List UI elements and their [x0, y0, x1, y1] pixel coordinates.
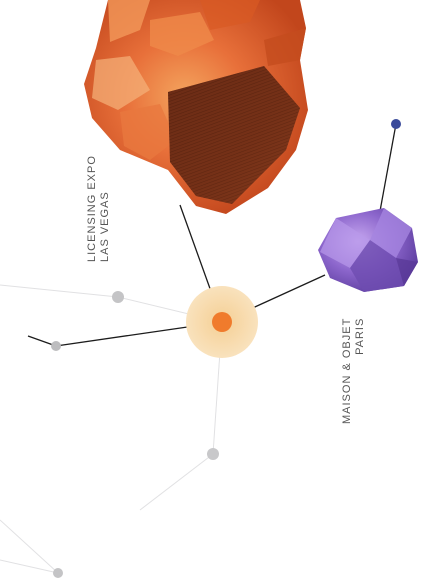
orange-crystal-icon: [84, 0, 308, 214]
purple-amethyst-icon: [318, 208, 418, 292]
maison-objet-line1: MAISON & OBJET: [341, 317, 353, 424]
navy-node: [391, 119, 401, 129]
maison-objet-label: MAISON & OBJET PARIS: [341, 318, 367, 424]
grey-node: [207, 448, 219, 460]
hub-node: [212, 312, 232, 332]
maison-objet-line2: PARIS: [354, 317, 366, 355]
licensing-expo-line2: LAS VEGAS: [99, 191, 111, 262]
licensing-expo-line1: LICENSING EXPO: [86, 155, 98, 262]
licensing-expo-label: LICENSING EXPO LAS VEGAS: [86, 155, 112, 262]
grey-node: [51, 341, 61, 351]
grey-node: [53, 568, 63, 578]
grey-node: [112, 291, 124, 303]
